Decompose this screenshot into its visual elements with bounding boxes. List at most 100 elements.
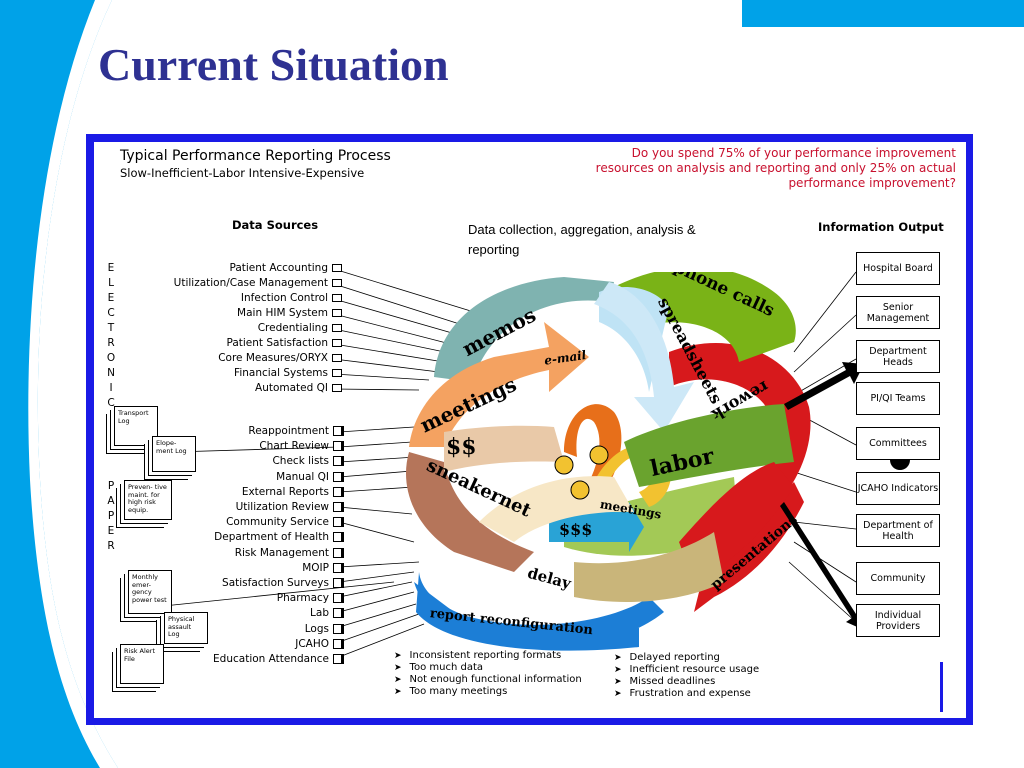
computer-icon — [332, 309, 342, 317]
paper-source-item: Risk Management — [235, 547, 342, 559]
source-label: Logs — [304, 622, 329, 635]
process-swirl: memos spreadsheets phone calls e-mail me… — [153, 257, 910, 658]
book-icon — [333, 593, 342, 604]
source-label: Pharmacy — [276, 592, 329, 605]
paper-source-item: MOIP — [302, 562, 342, 574]
source-label: Credentialing — [257, 322, 328, 334]
source-label: Education Attendance — [213, 653, 329, 665]
book-icon — [333, 471, 342, 482]
band-delay: delay — [526, 564, 575, 593]
source-label: Core Measures/ORYX — [218, 352, 328, 364]
computer-icon — [332, 369, 342, 377]
band-green — [614, 266, 796, 362]
book-icon — [333, 608, 342, 619]
source-label: External Reports — [241, 485, 329, 498]
paper-source-item: External Reports — [242, 486, 342, 498]
electronic-letter: I — [109, 382, 113, 394]
paper-source-item: Education Attendance — [213, 653, 342, 665]
electronic-source-item: Patient Accounting — [229, 262, 342, 274]
source-label: Financial Systems — [234, 367, 328, 379]
issue-item: Delayed reporting — [614, 652, 759, 664]
computer-icon — [332, 324, 342, 332]
source-label: Check lists — [272, 455, 329, 468]
paper-source-item: Utilization Review — [236, 501, 342, 513]
issues-list-left: Inconsistent reporting formatsToo much d… — [394, 650, 582, 698]
paper-source-item: JCAHO — [295, 638, 342, 650]
source-label: Risk Management — [234, 546, 329, 559]
paper-letter: P — [107, 480, 115, 492]
electronic-letter: C — [107, 397, 115, 409]
output-label: Community — [870, 573, 926, 584]
book-icon — [333, 502, 342, 512]
electronic-letter: E — [107, 292, 115, 304]
paper-doc-elopement-log: Elope- ment Log — [152, 436, 196, 472]
source-label: Satisfaction Surveys — [222, 577, 329, 589]
diagram-panel: Typical Performance Reporting Process Sl… — [94, 142, 966, 718]
paper-doc-preventive-maint: Preven- tive maint. for high risk equip. — [124, 480, 172, 520]
band-blue-lower — [416, 572, 639, 651]
computer-icon — [332, 354, 342, 362]
electronic-letter: E — [107, 262, 115, 274]
left-blue-swoosh — [0, 0, 118, 768]
band-olive — [574, 532, 724, 602]
paper-letter: A — [107, 495, 115, 507]
output-box: Hospital Board — [856, 252, 940, 285]
data-sources-header: Data Sources — [232, 218, 319, 232]
electronic-letter: O — [106, 352, 116, 364]
band-spreadsheets — [594, 282, 694, 432]
output-label: Senior Management — [866, 301, 930, 324]
source-label: Main HIM System — [237, 307, 328, 319]
band-brown — [406, 452, 534, 572]
output-label: Department of Health — [863, 519, 933, 542]
paper-doc-transport-log: Transport Log — [114, 406, 158, 446]
book-icon — [333, 578, 342, 588]
source-label: Lab — [310, 607, 329, 620]
source-label: JCAHO — [295, 637, 329, 650]
output-arrow — [784, 362, 864, 410]
paper-source-item: Pharmacy — [277, 592, 342, 604]
issue-item: Frustration and expense — [614, 688, 759, 700]
top-accent-bar — [742, 0, 1024, 27]
issue-item: Missed deadlines — [614, 676, 759, 688]
output-label: Committees — [869, 438, 927, 449]
output-box: JCAHO Indicators — [856, 472, 940, 505]
issue-item: Inconsistent reporting formats — [394, 650, 582, 662]
paper-source-item: Manual QI — [276, 471, 342, 483]
paper-source-item: Reappointment — [248, 425, 342, 437]
paper-source-item: Lab — [310, 607, 342, 619]
callout-data-collection: Data collection, aggregation, analysis &… — [462, 216, 738, 272]
paper-doc-physical-assault-log: Physical assault Log — [164, 612, 208, 644]
band-email: e-mail — [543, 348, 587, 368]
book-icon — [333, 654, 342, 664]
issue-item: Too many meetings — [394, 686, 582, 698]
source-label: Automated QI — [255, 382, 328, 394]
band-cream — [479, 476, 634, 542]
band-orange — [409, 322, 589, 447]
output-arrow-down — [780, 502, 864, 630]
electronic-source-item: Automated QI — [255, 382, 342, 394]
issue-item: Not enough functional information — [394, 674, 582, 686]
paper-source-item: Check lists — [272, 455, 342, 467]
band-dollars-large: $$$ — [559, 520, 592, 539]
output-box: Individual Providers — [856, 604, 940, 637]
source-label: Manual QI — [276, 470, 329, 483]
source-label: Infection Control — [240, 292, 328, 304]
output-label: JCAHO Indicators — [857, 483, 939, 494]
vertical-accent-line — [940, 662, 943, 712]
book-icon — [333, 562, 342, 573]
band-dollars: $$ — [446, 434, 477, 460]
output-label: Individual Providers — [874, 609, 922, 632]
source-label: Community Service — [226, 516, 329, 529]
electronic-letter: R — [107, 337, 115, 349]
source-label: Chart Review — [259, 440, 329, 453]
computer-icon — [332, 294, 342, 302]
paper-letter: E — [107, 525, 115, 537]
book-icon — [333, 486, 342, 497]
band-teal — [434, 277, 614, 382]
paper-source-item: Logs — [305, 623, 342, 635]
computer-icon — [332, 279, 342, 287]
book-icon — [333, 456, 342, 467]
slide-title: Current Situation — [98, 39, 449, 90]
left-white-curve — [28, 0, 118, 768]
